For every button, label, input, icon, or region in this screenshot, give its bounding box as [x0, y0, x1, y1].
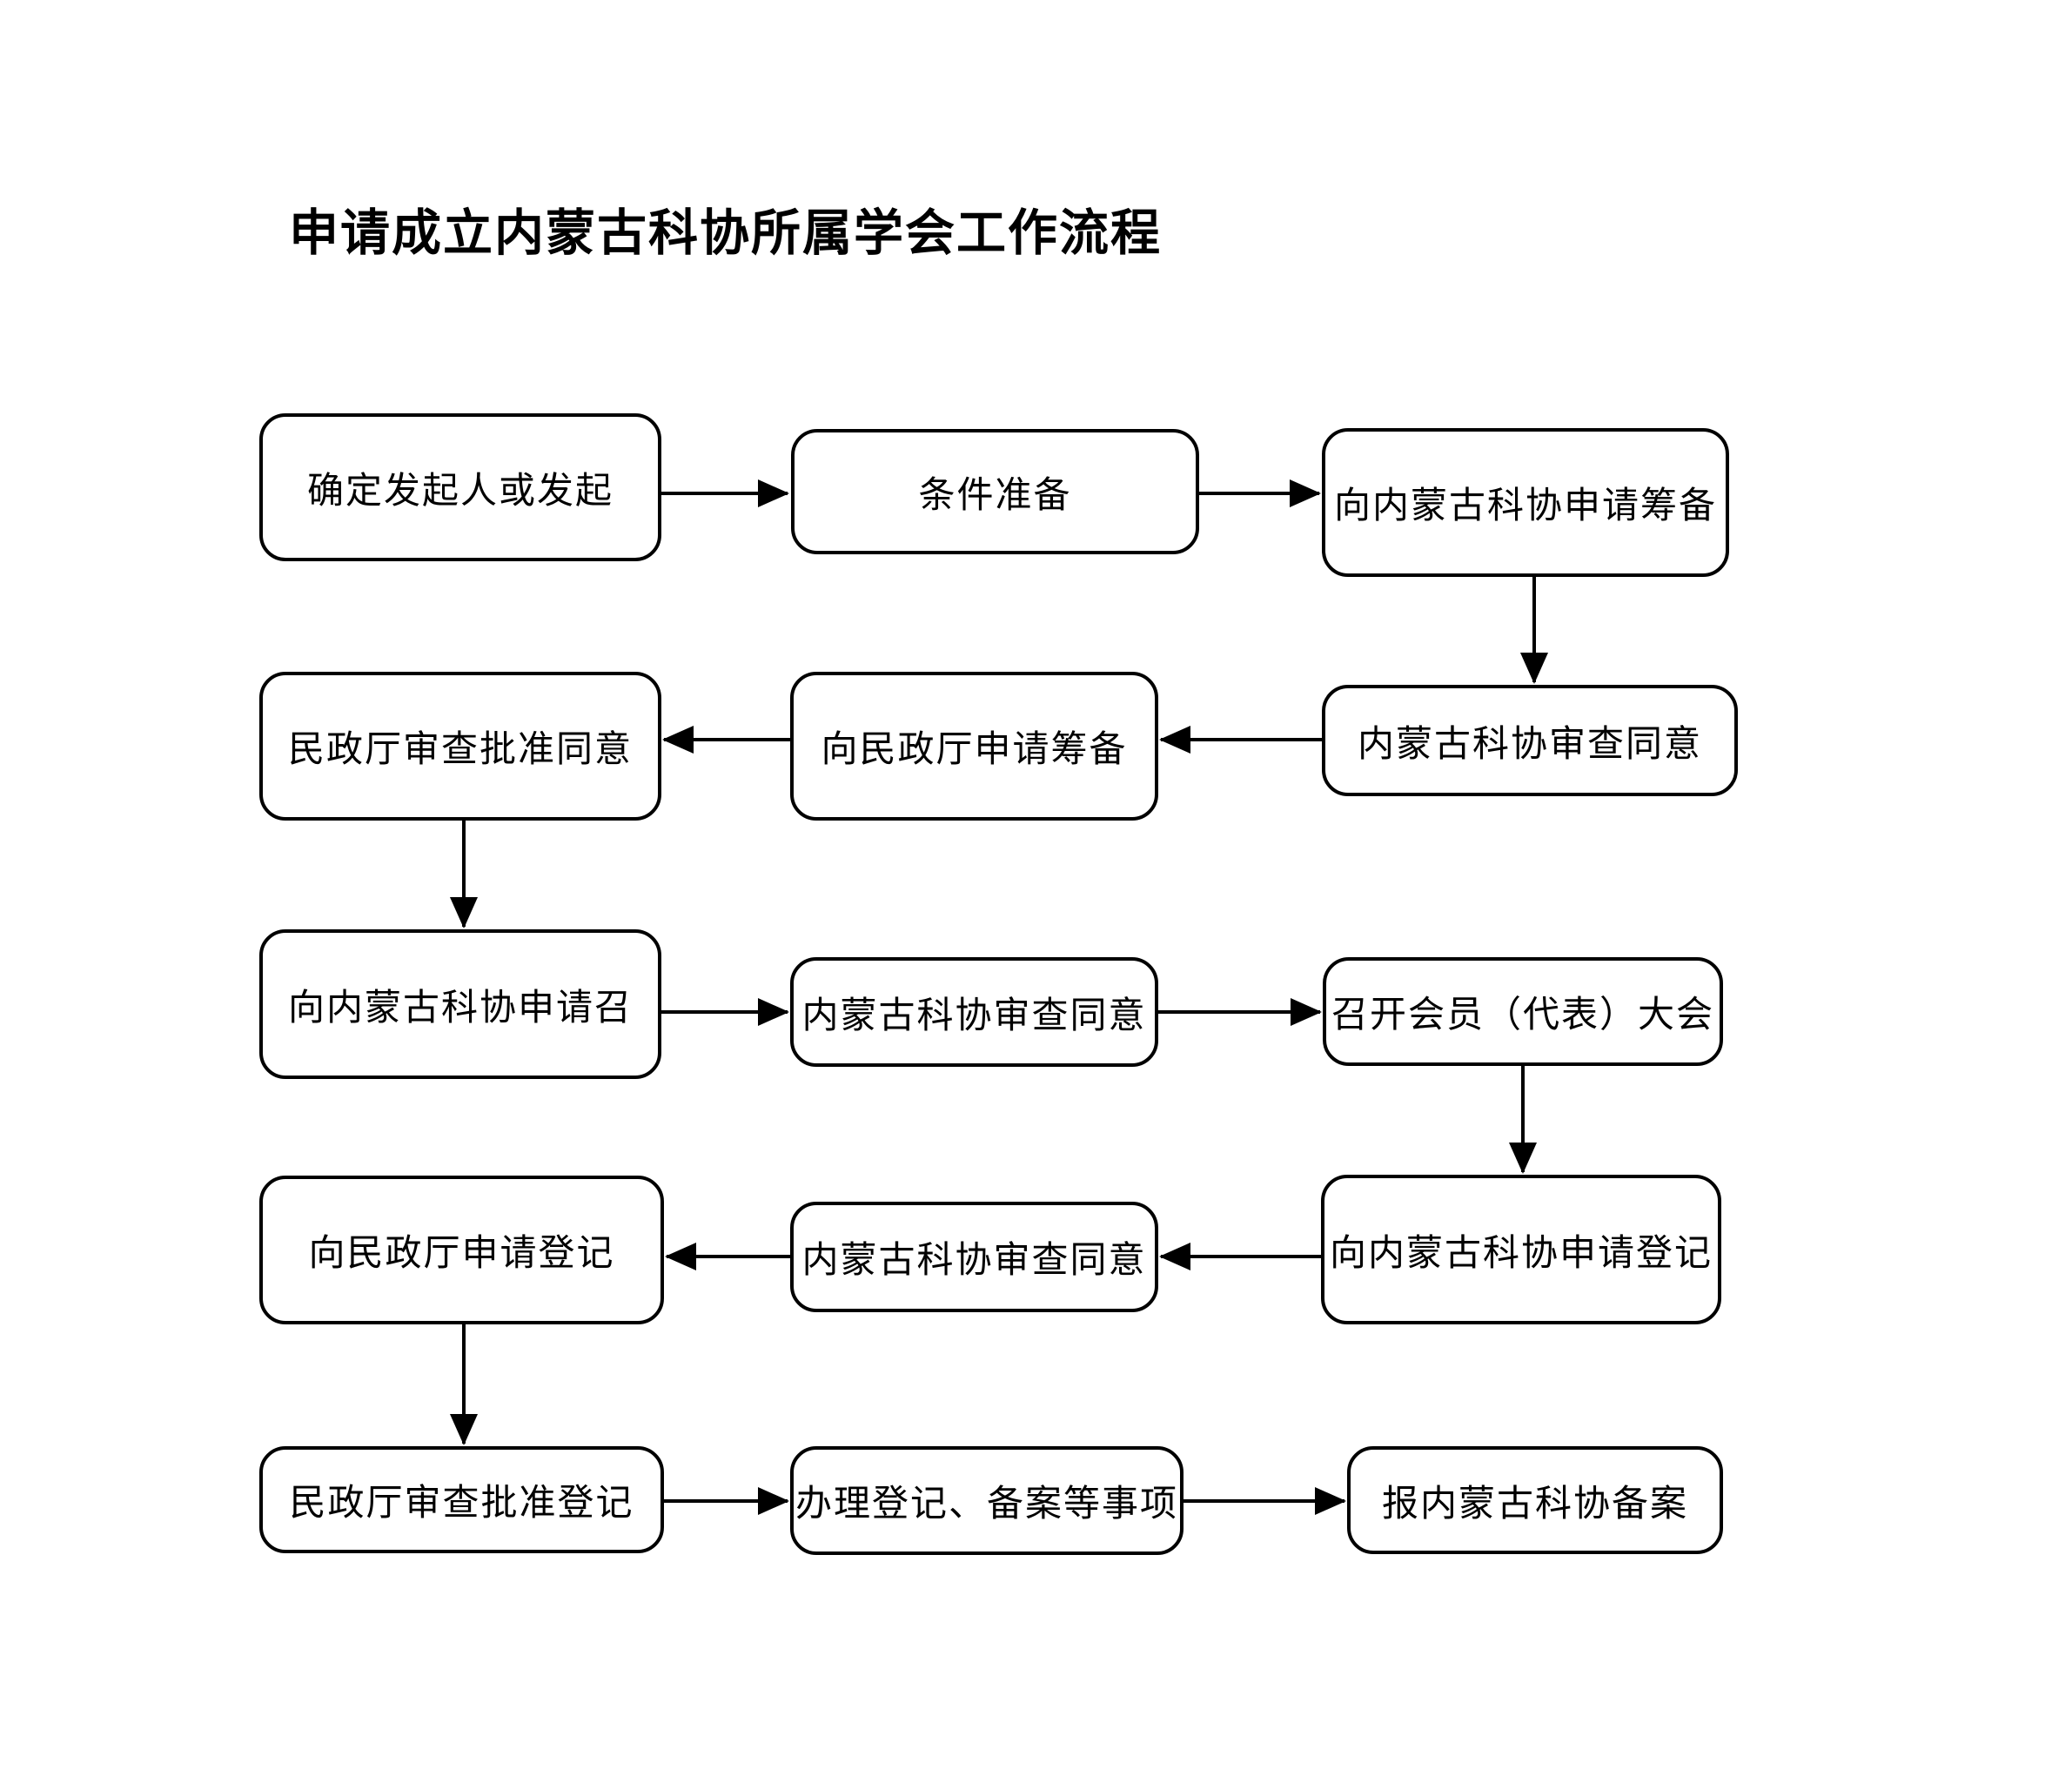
- flow-node-label: 报内蒙古科协备案: [1381, 1481, 1688, 1525]
- flow-node-label: 内蒙古科协审查同意: [801, 1238, 1147, 1281]
- flow-node-imast-review-approve-preparation: 内蒙古科协审查同意: [1322, 685, 1738, 796]
- flow-node-label: 确定发起人或发起: [306, 468, 614, 512]
- flow-node-apply-registration-to-civil-affairs: 向民政厅申请登记: [259, 1176, 664, 1324]
- flow-node-report-to-imast-for-record: 报内蒙古科协备案: [1347, 1446, 1723, 1554]
- page-title: 申请成立内蒙古科协所属学会工作流程: [289, 204, 1162, 262]
- flow-node-imast-review-approve-registration: 内蒙古科协审查同意: [790, 1202, 1158, 1312]
- flow-node-convene-member-representative-congress: 召开会员（代表）大会: [1323, 957, 1723, 1066]
- flow-node-determine-initiators: 确定发起人或发起: [259, 413, 661, 561]
- flow-node-imast-review-approve-convene: 内蒙古科协审查同意: [790, 957, 1158, 1067]
- flow-node-label: 召开会员（代表）大会: [1331, 993, 1714, 1035]
- flow-node-label: 民政厅审查批准同意: [287, 727, 633, 770]
- flow-node-label: 向内蒙古科协申请登记: [1329, 1230, 1713, 1274]
- flow-node-apply-preparation-to-civil-affairs: 向民政厅申请筹备: [790, 672, 1158, 821]
- flow-node-label: 向民政厅申请筹备: [821, 727, 1128, 770]
- flow-node-label: 条件准备: [918, 472, 1072, 516]
- flow-node-apply-registration-to-imast: 向内蒙古科协申请登记: [1321, 1175, 1721, 1324]
- flow-node-label: 民政厅审查批准登记: [289, 1481, 634, 1524]
- flow-node-label: 向内蒙古科协申请筹备: [1333, 484, 1717, 526]
- flow-node-label: 向内蒙古科协申请召: [287, 985, 633, 1029]
- flow-node-apply-preparation-to-imast: 向内蒙古科协申请筹备: [1322, 428, 1729, 577]
- flow-node-label: 内蒙古科协审查同意: [801, 993, 1147, 1036]
- flow-node-prepare-conditions: 条件准备: [791, 429, 1199, 554]
- flow-node-civil-affairs-approve-registration: 民政厅审查批准登记: [259, 1446, 664, 1553]
- flow-node-label: 内蒙古科协审查同意: [1357, 721, 1702, 765]
- flow-node-label: 办理登记、备案等事项: [795, 1482, 1178, 1525]
- flow-node-civil-affairs-approve-preparation: 民政厅审查批准同意: [259, 672, 661, 821]
- flow-node-label: 向民政厅申请登记: [308, 1231, 615, 1274]
- flow-node-handle-registration-filing-matters: 办理登记、备案等事项: [790, 1446, 1184, 1555]
- flow-node-apply-to-imast-to-convene: 向内蒙古科协申请召: [259, 929, 661, 1079]
